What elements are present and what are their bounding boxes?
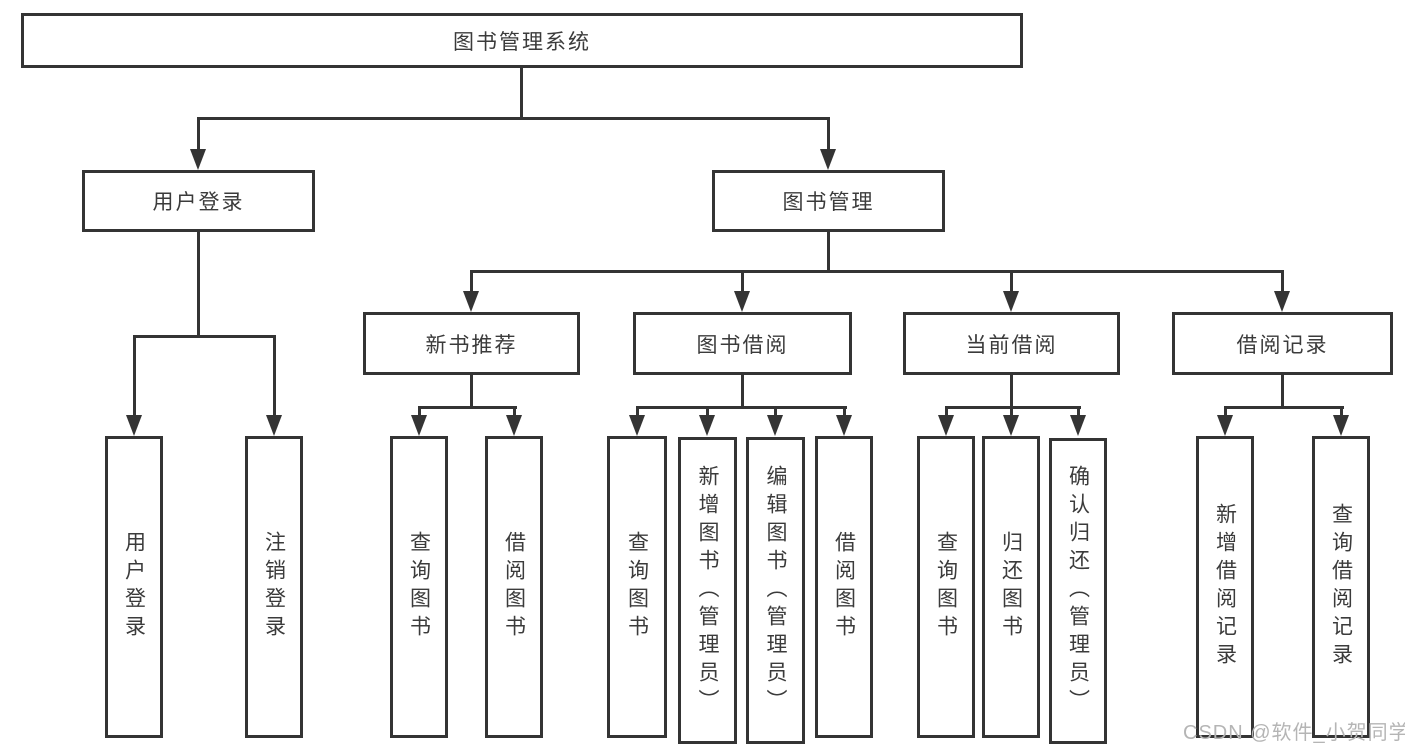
connector-recommend-drop xyxy=(470,375,473,409)
leaf-query-books-current-label: 查询图书 xyxy=(934,531,958,643)
connector-leaf-stem xyxy=(706,406,709,418)
leaf-return-books-label: 归还图书 xyxy=(999,531,1023,643)
leaf-query-books-current: 查询图书 xyxy=(917,436,975,738)
node-new-book-recommend: 新书推荐 xyxy=(363,312,580,375)
connector-leaf-stem xyxy=(273,335,276,419)
leaf-logout-label: 注销登录 xyxy=(262,531,286,643)
arrowhead-down-icon xyxy=(767,415,783,436)
leaf-query-books-recommend-label: 查询图书 xyxy=(407,531,431,643)
connector-recommend-hline xyxy=(418,406,517,409)
arrowhead-down-icon xyxy=(190,149,206,170)
node-user-login-label: 用户登录 xyxy=(152,191,245,214)
connector-current-drop xyxy=(1010,375,1013,409)
node-borrowing-records: 借阅记录 xyxy=(1172,312,1393,375)
connector-level2-hline xyxy=(197,117,830,120)
node-book-borrowing-label: 图书借阅 xyxy=(696,333,789,357)
connector-level3-hline xyxy=(470,270,1284,273)
csdn-watermark: CSDN @软件_小贺同学 xyxy=(1183,722,1405,744)
node-book-management-label: 图书管理 xyxy=(782,191,875,214)
connector-leaf-stem xyxy=(1340,406,1343,418)
arrowhead-down-icon xyxy=(629,415,645,436)
connector-leaf-stem xyxy=(1010,406,1013,418)
leaf-query-books-recommend: 查询图书 xyxy=(390,436,448,738)
connector-leaf-stem xyxy=(945,406,948,418)
connector-level3-stem xyxy=(470,270,473,294)
arrowhead-down-icon xyxy=(1003,291,1019,312)
connector-bookmgmt-drop xyxy=(827,232,830,273)
connector-leaf-stem xyxy=(513,406,516,418)
connector-records-drop xyxy=(1281,375,1284,409)
arrowhead-down-icon xyxy=(1217,415,1233,436)
node-library-system: 图书管理系统 xyxy=(21,13,1023,68)
leaf-query-borrow-record: 查询借阅记录 xyxy=(1312,436,1370,738)
arrowhead-down-icon xyxy=(699,415,715,436)
leaf-query-books-borrowing: 查询图书 xyxy=(607,436,667,738)
leaf-user-login: 用户登录 xyxy=(105,436,163,738)
leaf-add-book-admin-label: 新增图书（管理员） xyxy=(696,464,719,717)
arrowhead-down-icon xyxy=(463,291,479,312)
leaf-borrow-books-recommend: 借阅图书 xyxy=(485,436,543,738)
connector-level3-stem xyxy=(1281,270,1284,294)
connector-userlogin-hline xyxy=(133,335,276,338)
node-user-login: 用户登录 xyxy=(82,170,315,232)
leaf-add-book-admin: 新增图书（管理员） xyxy=(678,437,737,744)
leaf-edit-book-admin-label: 编辑图书（管理员） xyxy=(764,464,787,717)
connector-borrowing-drop xyxy=(741,375,744,409)
arrowhead-down-icon xyxy=(836,415,852,436)
connector-level3-stem xyxy=(1010,270,1013,294)
connector-userlogin-drop xyxy=(197,232,200,338)
leaf-logout: 注销登录 xyxy=(245,436,303,738)
arrowhead-down-icon xyxy=(1333,415,1349,436)
leaf-return-books: 归还图书 xyxy=(982,436,1040,738)
node-current-borrowing-label: 当前借阅 xyxy=(965,333,1058,357)
connector-userlogin-stem xyxy=(197,117,200,152)
node-borrowing-records-label: 借阅记录 xyxy=(1236,333,1329,357)
leaf-edit-book-admin: 编辑图书（管理员） xyxy=(746,437,805,744)
leaf-borrow-books-borrowing-label: 借阅图书 xyxy=(832,531,856,643)
arrowhead-down-icon xyxy=(266,415,282,436)
arrowhead-down-icon xyxy=(734,291,750,312)
connector-leaf-stem xyxy=(1224,406,1227,418)
connector-leaf-stem xyxy=(1077,406,1080,418)
leaf-user-login-label: 用户登录 xyxy=(122,531,146,643)
node-library-system-label: 图书管理系统 xyxy=(453,30,591,54)
connector-leaf-stem xyxy=(418,406,421,418)
node-new-book-recommend-label: 新书推荐 xyxy=(425,333,518,357)
node-book-borrowing: 图书借阅 xyxy=(633,312,852,375)
connector-leaf-stem xyxy=(133,335,136,419)
node-book-management: 图书管理 xyxy=(712,170,945,232)
arrowhead-down-icon xyxy=(126,415,142,436)
connector-current-hline xyxy=(945,406,1081,409)
connector-root-drop xyxy=(520,68,523,120)
connector-borrowing-hline xyxy=(636,406,847,409)
arrowhead-down-icon xyxy=(1274,291,1290,312)
arrowhead-down-icon xyxy=(411,415,427,436)
leaf-borrow-books-recommend-label: 借阅图书 xyxy=(502,531,526,643)
leaf-query-borrow-record-label: 查询借阅记录 xyxy=(1329,503,1353,671)
arrowhead-down-icon xyxy=(820,149,836,170)
connector-records-hline xyxy=(1224,406,1344,409)
leaf-add-borrow-record-label: 新增借阅记录 xyxy=(1213,503,1237,671)
connector-leaf-stem xyxy=(774,406,777,418)
arrowhead-down-icon xyxy=(1003,415,1019,436)
leaf-query-books-borrowing-label: 查询图书 xyxy=(625,531,649,643)
leaf-add-borrow-record: 新增借阅记录 xyxy=(1196,436,1254,738)
arrowhead-down-icon xyxy=(506,415,522,436)
connector-leaf-stem xyxy=(636,406,639,418)
arrowhead-down-icon xyxy=(938,415,954,436)
arrowhead-down-icon xyxy=(1070,415,1086,436)
connector-leaf-stem xyxy=(843,406,846,418)
node-current-borrowing: 当前借阅 xyxy=(903,312,1120,375)
leaf-borrow-books-borrowing: 借阅图书 xyxy=(815,436,873,738)
connector-level3-stem xyxy=(741,270,744,294)
leaf-confirm-return-admin-label: 确认归还（管理员） xyxy=(1066,465,1090,717)
connector-bookmgmt-stem xyxy=(827,117,830,152)
leaf-confirm-return-admin: 确认归还（管理员） xyxy=(1049,438,1107,744)
